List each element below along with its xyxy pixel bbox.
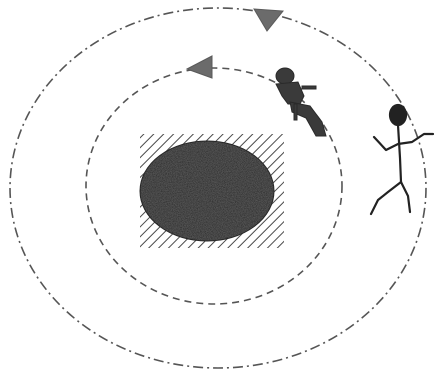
seated-person-icon [276,68,326,136]
outer-arrow-icon [254,9,283,31]
stick-figure-icon [371,105,433,214]
central-body [140,141,274,241]
inner-arrow-icon [187,56,212,78]
